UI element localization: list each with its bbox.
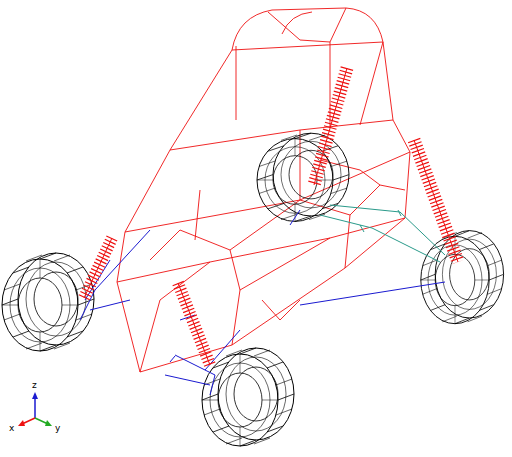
tyre [2,253,94,351]
body-frame [117,8,410,372]
tyre [257,133,349,221]
axis-triad [18,392,52,426]
coil-spring [314,68,347,185]
coil-spring [84,238,112,298]
tyre [202,348,294,446]
axis-label: x [9,423,14,433]
coil-spring [178,283,210,365]
axis-label: z [32,380,37,390]
tyre [421,231,504,324]
rear-links [320,205,445,262]
coil-spring [414,140,458,262]
axis-label: y [55,423,60,433]
control-arms [80,210,445,395]
